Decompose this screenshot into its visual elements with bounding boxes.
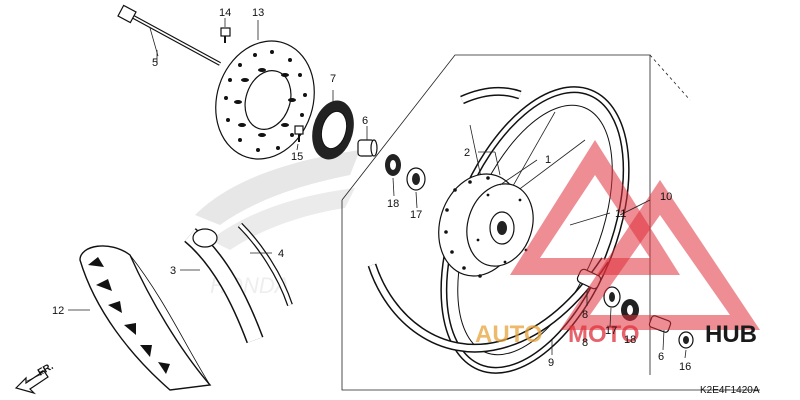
callout-1: 1 [545,154,551,166]
rim-band-9 [367,86,609,353]
logo-auto-text: AUTO [475,321,543,348]
rim-band-4 [237,222,293,306]
callout-17-top: 17 [410,209,422,221]
collar-6-top [357,139,378,157]
callout-17-bottom: 17 [605,325,617,337]
callout-9: 9 [548,357,554,369]
callout-15: 15 [291,151,303,163]
callout-8-bottom: 8 [582,337,588,349]
diagram-code: K2E4F1420A [700,385,760,396]
callout-labels: 1 2 3 4 5 6 7 8 8 9 10 11 12 13 14 15 16… [52,7,691,373]
callout-18-bottom: 18 [624,334,636,346]
bolt-14 [220,27,231,43]
bolt-15 [294,125,304,142]
wheel-hub [438,173,534,278]
callout-4: 4 [278,248,284,260]
callout-6-top: 6 [362,115,368,127]
callout-8-top: 8 [582,309,588,321]
logo-moto-text: MOTO [568,321,640,348]
callout-7: 7 [330,73,336,85]
callout-6-bottom: 6 [658,351,664,363]
bearing-17-bottom [603,286,621,308]
tire [79,245,212,391]
callout-14: 14 [219,7,231,19]
callout-5: 5 [152,57,158,69]
automotohub-logo: AUTO MOTO HUB [475,140,760,348]
axle-part [117,4,221,66]
callout-16: 16 [679,361,691,373]
inner-tube [184,228,264,344]
callout-10: 10 [660,191,672,203]
callout-12: 12 [52,305,64,317]
front-direction-label: FR. [36,361,56,379]
callout-18-top: 18 [387,198,399,210]
dust-seal-18-top [385,154,401,176]
brake-disc [215,40,315,160]
nut-16 [678,331,694,349]
logo-hub-text: HUB [705,321,757,348]
callout-11: 11 [615,208,626,220]
gear-ring [312,100,354,160]
callout-3: 3 [170,265,176,277]
bearing-17-top [406,167,426,191]
callout-13: 13 [252,7,264,19]
callout-2: 2 [464,147,470,159]
front-direction-indicator: FR. [14,361,56,395]
leader-lines [68,18,687,359]
